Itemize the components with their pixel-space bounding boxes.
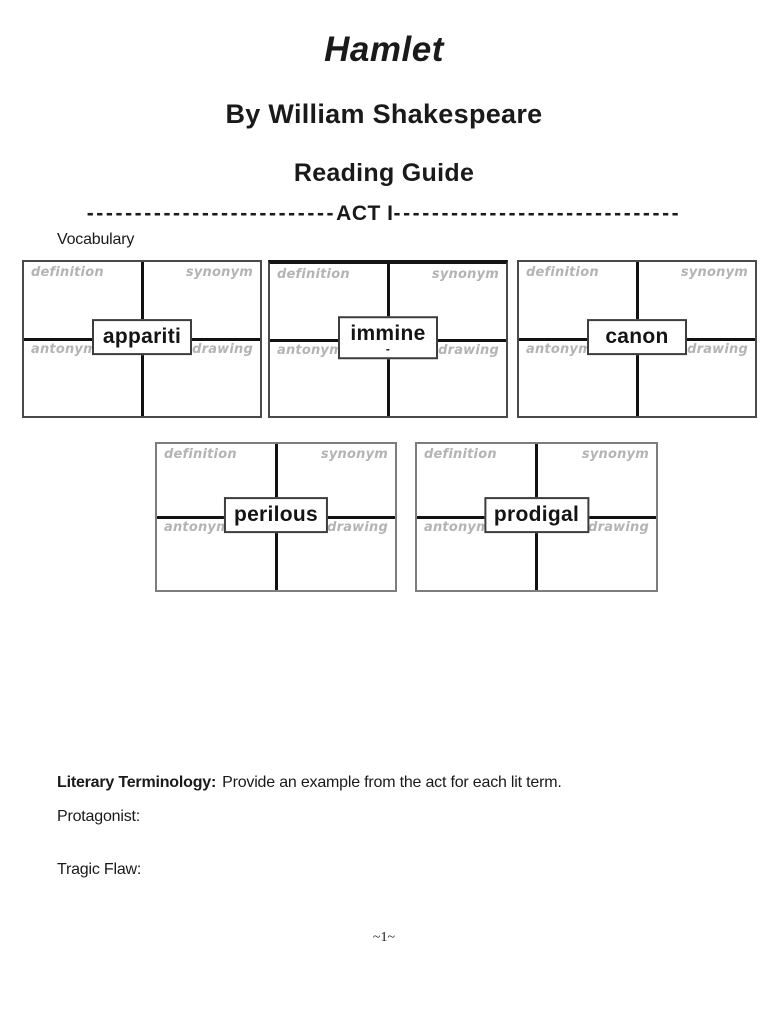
vocab-card-prodigal: definition synonym antonym drawing prodi… [415, 442, 658, 592]
definition-label: definition [526, 265, 599, 280]
drawing-label: drawing [687, 342, 748, 357]
vocab-word: prodigal [493, 503, 580, 527]
page-number: ~1~ [372, 930, 396, 945]
synonym-label: synonym [320, 447, 388, 462]
definition-label: definition [164, 447, 237, 462]
literary-terminology-line: Literary Terminology: Provide an example … [57, 774, 728, 792]
drawing-label: drawing [327, 520, 388, 535]
vocab-card-perilous: definition synonym antonym drawing peril… [155, 442, 397, 592]
doc-title: Hamlet [324, 30, 444, 69]
vocab-card-immine: definition synonym antonym drawing immin… [268, 260, 508, 418]
vocab-word-box: perilous [223, 497, 329, 534]
vocab-word-subline: - [385, 342, 391, 357]
vocab-word: appariti [102, 325, 182, 349]
literary-terminology-instruction: Provide an example from the act for each… [222, 774, 562, 791]
vocab-word-box: canon [587, 319, 687, 356]
antonym-label: antonym [164, 520, 230, 535]
vocab-word: perilous [233, 503, 319, 527]
synonym-label: synonym [431, 267, 499, 282]
definition-label: definition [277, 267, 350, 282]
doc-byline: By William Shakespeare [225, 99, 543, 129]
synonym-label: synonym [185, 265, 253, 280]
literary-terminology-heading: Literary Terminology: [57, 774, 217, 791]
doc-subtitle: Reading Guide [293, 159, 475, 187]
antonym-label: antonym [526, 342, 592, 357]
act-divider: --------------------------ACT I---------… [0, 202, 768, 226]
act-divider-label: ACT I [336, 202, 394, 225]
antonym-label: antonym [424, 520, 490, 535]
vocab-card-appariti: definition synonym antonym drawing appar… [22, 260, 262, 418]
vocab-card-canon: definition synonym antonym drawing canon [517, 260, 757, 418]
synonym-label: synonym [680, 265, 748, 280]
antonym-label: antonym [277, 343, 343, 358]
vocab-word-box: immine- [338, 316, 438, 360]
drawing-label: drawing [588, 520, 649, 535]
act-divider-left-dashes: -------------------------- [86, 202, 337, 225]
drawing-label: drawing [192, 342, 253, 357]
synonym-label: synonym [581, 447, 649, 462]
act-divider-right-dashes: ------------------------------ [393, 202, 682, 225]
term-tragic-flaw: Tragic Flaw: [57, 861, 142, 878]
vocab-word-box: prodigal [483, 497, 590, 534]
vocab-word-box: appariti [92, 319, 192, 356]
vocabulary-heading: Vocabulary [57, 231, 135, 248]
definition-label: definition [424, 447, 497, 462]
vocab-word: immine [350, 322, 426, 346]
vocab-word: canon [605, 325, 669, 349]
antonym-label: antonym [31, 342, 97, 357]
definition-label: definition [31, 265, 104, 280]
term-protagonist: Protagonist: [57, 808, 140, 825]
drawing-label: drawing [438, 343, 499, 358]
